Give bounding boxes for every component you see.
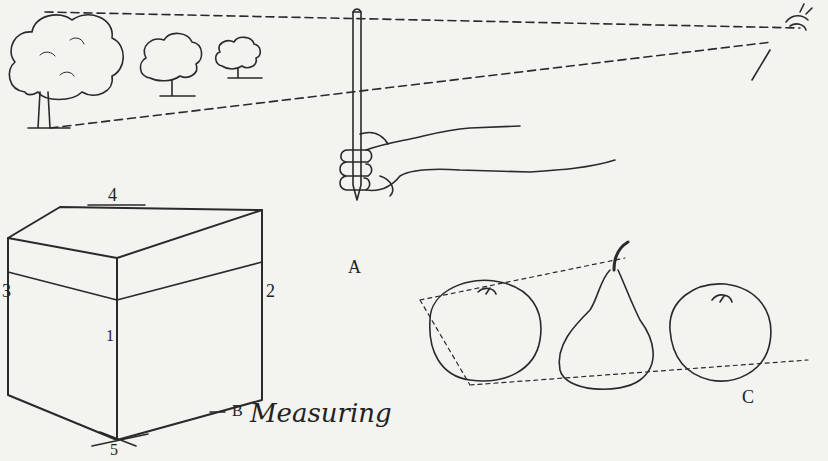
tree-detail [40, 38, 84, 76]
callout-label: C [742, 388, 754, 406]
sight-line [50, 42, 772, 128]
hand [366, 126, 520, 150]
pear-stem [614, 242, 628, 270]
tree-trunk [228, 68, 262, 78]
pencil [353, 9, 361, 12]
measure-tick [88, 205, 225, 446]
callout-label: 4 [108, 186, 117, 204]
tree-trunk [28, 92, 70, 128]
figure-title: Measuring [250, 400, 392, 426]
enclosing-line [420, 258, 808, 385]
callout-label: B [232, 403, 243, 419]
tree-trunk [160, 80, 195, 96]
cube-lid [8, 262, 262, 300]
hand [366, 160, 615, 190]
tree [9, 15, 123, 100]
eye [752, 4, 812, 80]
callout-label: A [348, 258, 361, 276]
callout-label: 2 [266, 282, 275, 300]
cube [8, 210, 262, 440]
tree [140, 33, 201, 80]
apple [430, 280, 541, 381]
apple [670, 284, 771, 381]
tree [216, 37, 261, 69]
thumb [360, 132, 393, 196]
callout-label: 1 [106, 328, 114, 344]
pencil [353, 12, 361, 200]
apple-stem [712, 295, 732, 302]
hand [340, 176, 370, 190]
callout-label: 3 [2, 282, 11, 300]
cube [116, 258, 118, 440]
sight-line [45, 12, 800, 28]
apple-stem [478, 288, 496, 294]
callout-label: 5 [110, 442, 118, 458]
hand [340, 162, 372, 176]
hand [341, 150, 372, 162]
cube [8, 207, 262, 258]
pear [559, 270, 653, 389]
